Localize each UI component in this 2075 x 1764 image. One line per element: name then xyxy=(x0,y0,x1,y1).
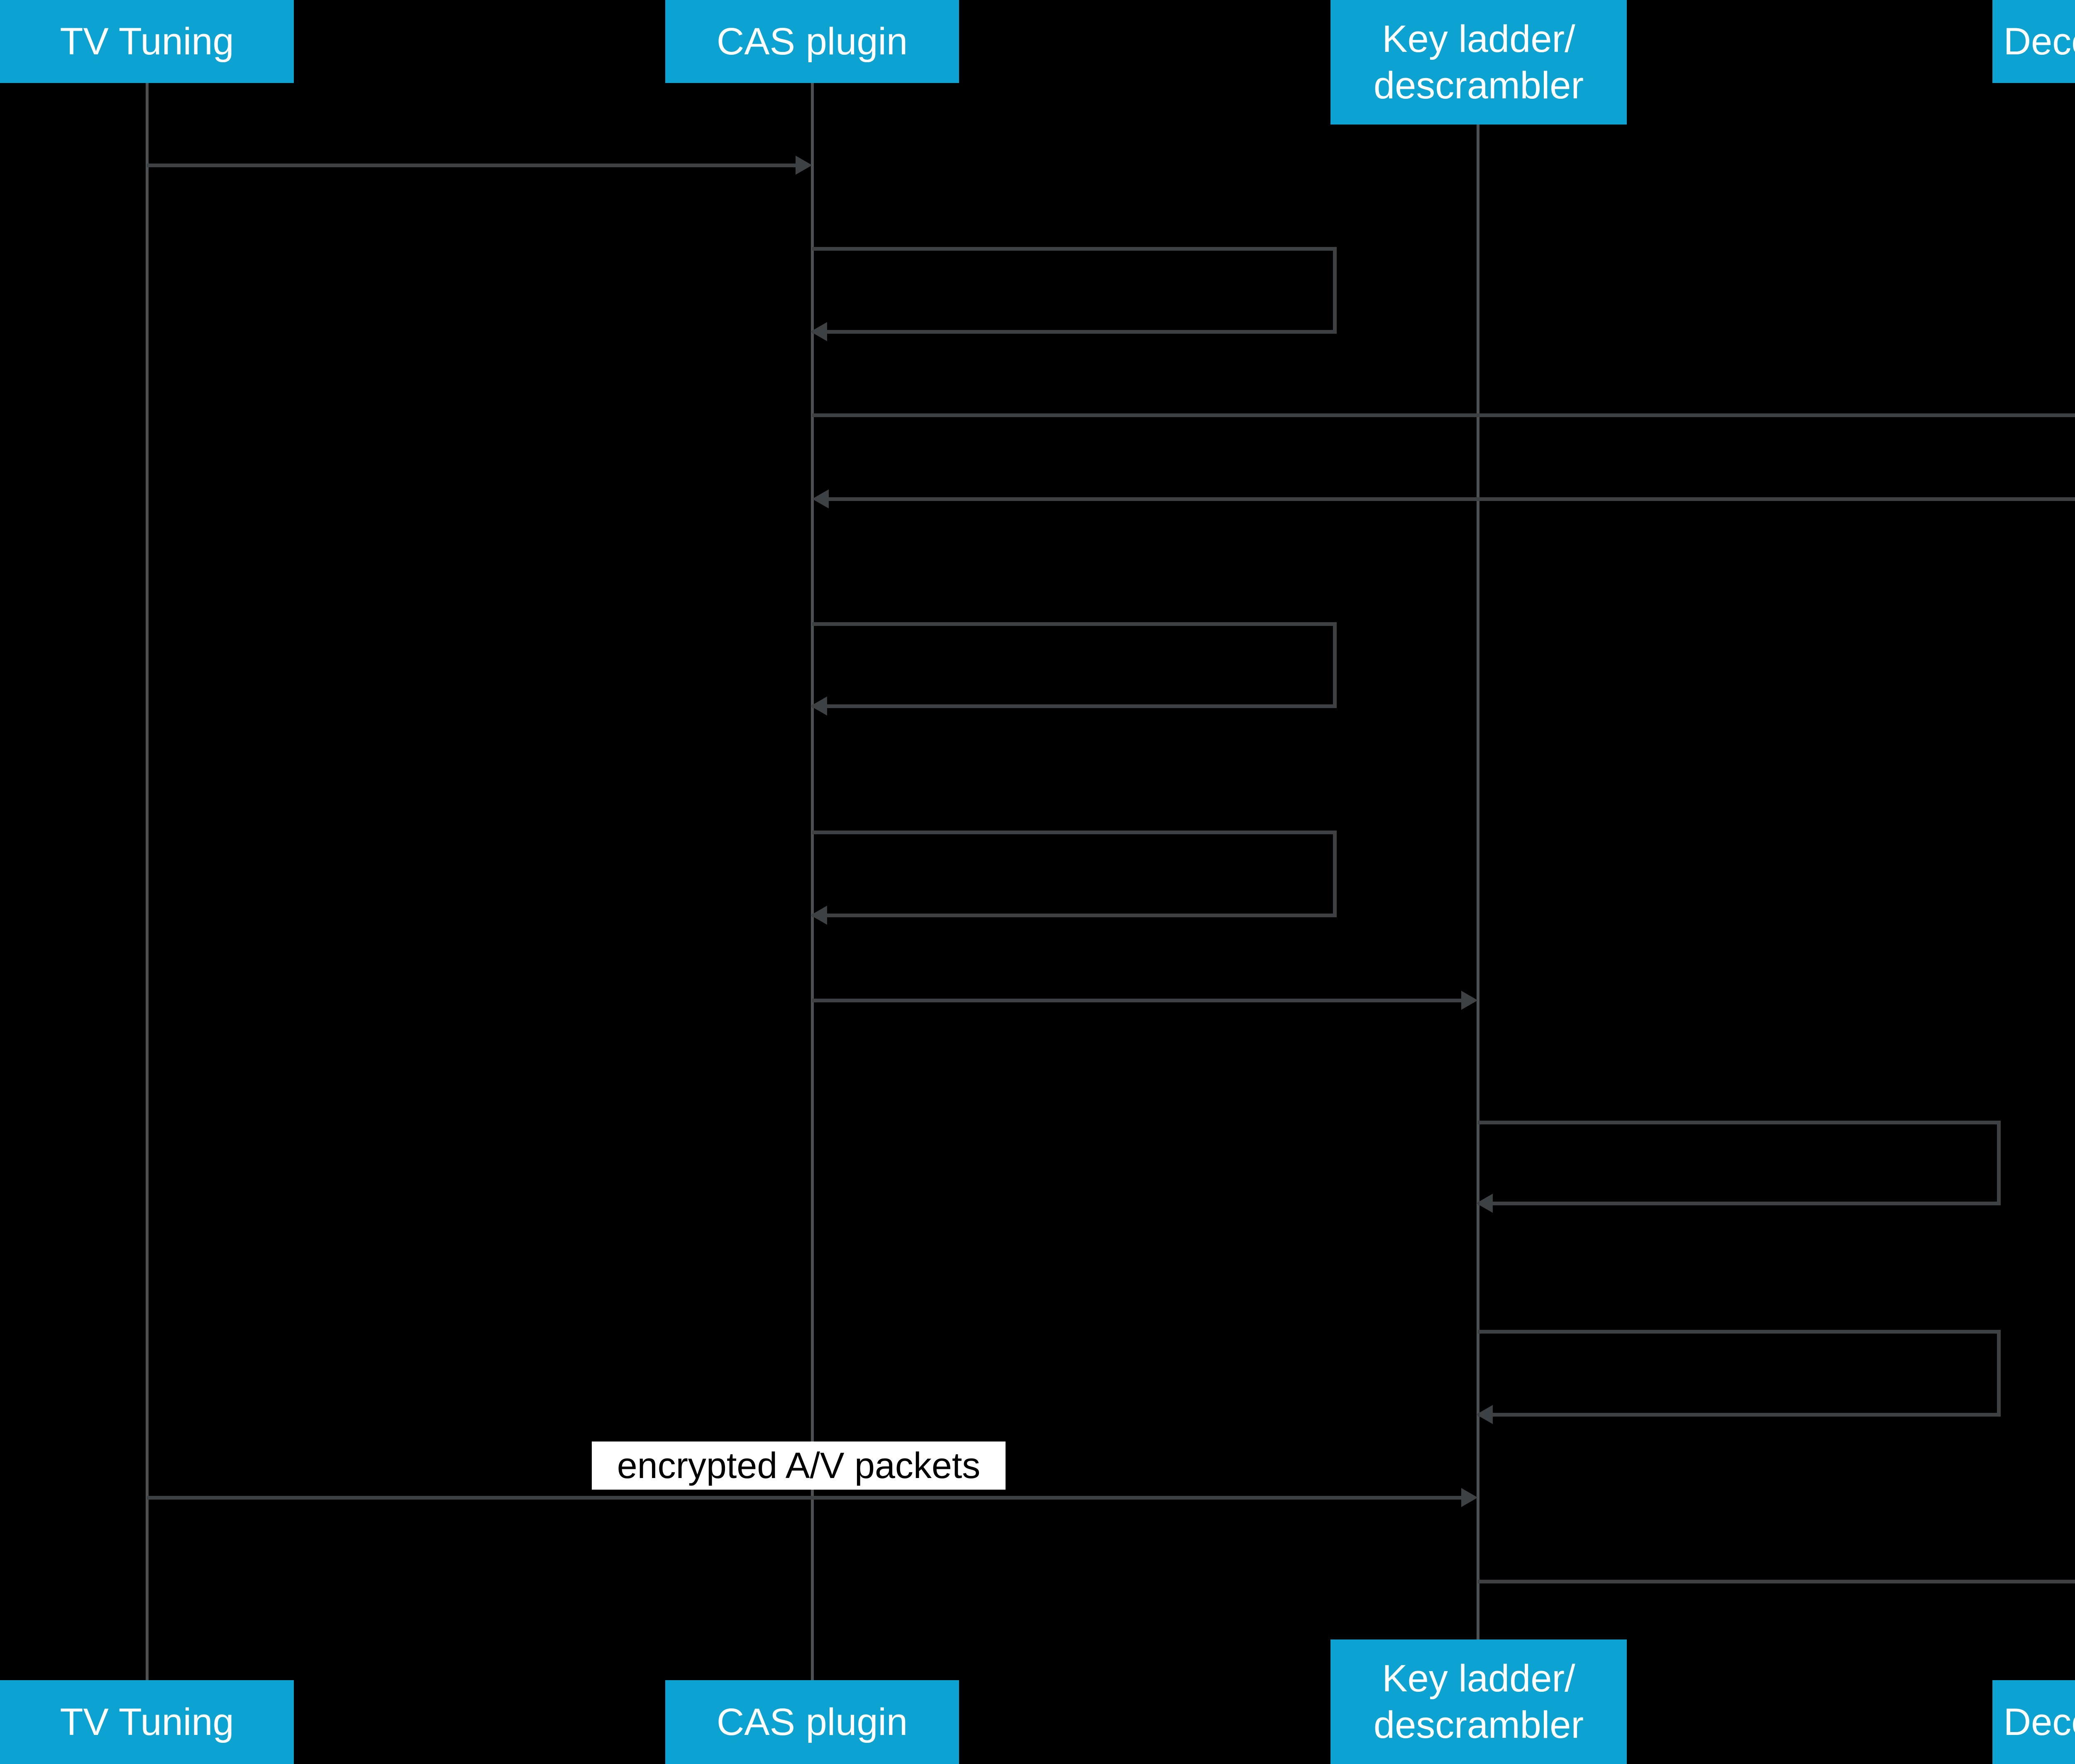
actor-bottom-cas-plugin: CAS plugin xyxy=(665,1680,959,1764)
self-message-loop xyxy=(1478,1330,2001,1417)
self-message-arrowhead xyxy=(810,696,827,716)
message-label: encrypted A/V packets xyxy=(592,1441,1006,1490)
message-line xyxy=(827,497,2075,501)
self-message-loop xyxy=(812,247,1337,334)
actor-top-decode-display: Decode, display xyxy=(1992,0,2075,83)
lifeline-cas-plugin xyxy=(810,83,814,1680)
self-message-loop xyxy=(812,831,1337,917)
message-line xyxy=(812,999,1463,1002)
self-message-loop xyxy=(1478,1121,2001,1205)
message-arrowhead xyxy=(1461,1488,1478,1507)
message-line xyxy=(1478,1580,2075,1583)
actor-top-tv-tuning: TV Tuning xyxy=(0,0,294,83)
actor-top-key-ladder-descrambler: Key ladder/ descrambler xyxy=(1330,0,1627,125)
message-arrowhead xyxy=(796,156,812,175)
lifeline-key-ladder-descrambler xyxy=(1476,125,1479,1639)
actor-bottom-key-ladder-descrambler: Key ladder/ descrambler xyxy=(1330,1639,1627,1764)
self-message-arrowhead xyxy=(1476,1194,1493,1213)
lifeline-tv-tuning xyxy=(145,83,149,1680)
actor-top-cas-plugin: CAS plugin xyxy=(665,0,959,83)
message-arrowhead xyxy=(1461,991,1478,1010)
actor-bottom-tv-tuning: TV Tuning xyxy=(0,1680,294,1764)
self-message-arrowhead xyxy=(810,906,827,925)
message-line xyxy=(147,1496,1463,1500)
message-arrowhead xyxy=(812,489,829,508)
actor-bottom-decode-display: Decode, display xyxy=(1992,1680,2075,1764)
message-line xyxy=(812,413,2075,417)
self-message-loop xyxy=(812,622,1337,708)
self-message-arrowhead xyxy=(1476,1405,1493,1424)
message-line xyxy=(147,164,797,167)
self-message-arrowhead xyxy=(810,322,827,341)
